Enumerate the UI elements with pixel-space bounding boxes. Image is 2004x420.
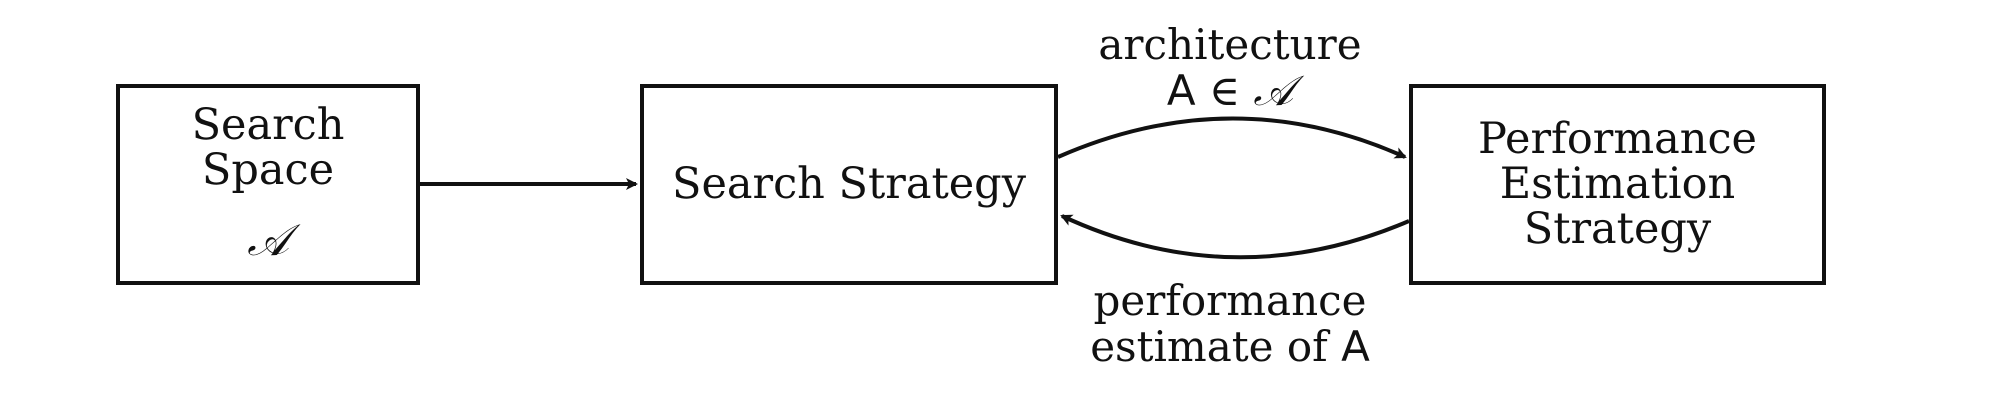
estimate-of-text: estimate of	[1090, 322, 1328, 372]
arrow-strategy-to-estimation	[1057, 116, 1407, 159]
arrow-estimation-to-strategy	[1060, 214, 1410, 260]
estimation-line-1: Performance	[1478, 113, 1757, 164]
search-strategy-title: Search Strategy	[671, 158, 1026, 209]
performance-label-text: performance	[1093, 276, 1367, 325]
performance-estimation-node: Performance Estimation Strategy	[1409, 84, 1826, 285]
element-of-symbol: ∈	[1208, 66, 1241, 116]
search-space-title: Search Space	[191, 99, 345, 195]
estimation-line-2: Estimation	[1499, 158, 1736, 209]
search-space-symbol: 𝒜	[247, 215, 289, 267]
estimation-line-3: Strategy	[1523, 204, 1712, 255]
performance-edge-label: performance estimate of A	[1080, 276, 1380, 370]
performance-label-line2: estimate of A	[1080, 324, 1380, 370]
architecture-label-text: architecture	[1098, 20, 1362, 69]
architecture-symbol-a: A	[1166, 66, 1196, 116]
search-space-node: Search Space 𝒜	[116, 84, 420, 285]
architecture-edge-label: architecture A ∈ 𝒜	[1090, 20, 1370, 114]
architecture-set-symbol: 𝒜	[1253, 66, 1294, 116]
architecture-label-math: A ∈ 𝒜	[1090, 68, 1370, 114]
performance-symbol-a: A	[1341, 322, 1370, 372]
search-strategy-node: Search Strategy	[640, 84, 1058, 285]
